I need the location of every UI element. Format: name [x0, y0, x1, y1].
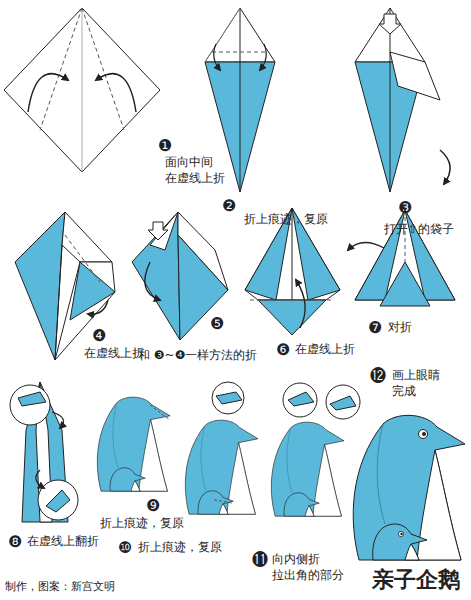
step-instruction: 和 ❸~❹一样方法的折 — [138, 348, 257, 364]
step4-figure-part — [55, 262, 115, 360]
step1-figure-part — [82, 8, 124, 130]
step1-figure-part — [40, 8, 82, 130]
step-instruction: 面向中间 在虚线上折 — [165, 155, 237, 186]
step-number: ❽ — [8, 532, 22, 553]
step12-figure — [353, 415, 465, 560]
step8-figure-part — [38, 480, 78, 520]
step4-figure-part — [15, 212, 65, 360]
step2-figure-part — [214, 44, 220, 70]
step5-figure-part — [148, 222, 168, 240]
step11-figure-part — [271, 422, 344, 516]
step8-figure-part — [46, 490, 70, 512]
diagram-title: 亲子企鹅 — [372, 566, 460, 595]
step3-figure-part — [390, 8, 391, 192]
step-instruction: 在虚线上折 — [84, 346, 144, 362]
step-number: ⓬ — [370, 366, 386, 387]
step4-figure-part — [88, 300, 108, 314]
step4-figure-part — [65, 235, 100, 282]
step3-figure-part — [390, 52, 440, 100]
step-instruction: 折上痕迹，复原 — [138, 540, 222, 556]
step9-figure-part — [150, 405, 170, 420]
step1-figure-part — [82, 8, 83, 172]
step7-figure — [348, 210, 455, 306]
step11-figure — [271, 383, 360, 516]
step12-figure-part — [353, 415, 465, 560]
step3-figure — [355, 8, 450, 192]
step5-figure-part — [145, 262, 160, 300]
step5-figure-part — [132, 212, 180, 340]
step2-figure-part — [260, 44, 266, 70]
step-number: ❺ — [210, 314, 224, 335]
step-instruction: 打开⇧的袋子 — [384, 222, 454, 238]
step-instruction: 对折 — [388, 320, 412, 336]
step-number: ❶ — [158, 136, 172, 157]
step8-figure-part — [18, 392, 46, 406]
step3-figure-part — [440, 150, 450, 184]
step-number: ❷ — [222, 196, 236, 217]
step6-figure-part — [296, 280, 305, 328]
step-number: ❹ — [92, 326, 106, 347]
step10-figure-part — [212, 382, 244, 414]
step10-figure — [185, 382, 258, 514]
step-number: ❻ — [276, 340, 290, 361]
step2-figure-part — [212, 52, 268, 53]
step10-figure-part — [216, 392, 242, 404]
step8-figure-part — [36, 470, 44, 488]
step8-figure-part — [52, 412, 64, 428]
step-number: ❿ — [118, 538, 132, 559]
step9-figure-part — [97, 397, 170, 491]
step1-figure — [4, 8, 160, 172]
credit-caption: 制作，图案：新宫文明 — [5, 580, 115, 594]
step6-figure-part — [250, 300, 334, 301]
step6-figure — [245, 208, 340, 335]
step4-figure-part — [55, 245, 62, 360]
step-instruction: 向内侧折 拉出角的部分 — [272, 552, 356, 583]
step2-figure-part — [240, 8, 241, 192]
step7-figure-part — [380, 262, 430, 306]
step-number: ⓫ — [252, 550, 268, 571]
step-instruction: 画上眼睛 完成 — [392, 368, 452, 399]
step2-figure-part — [205, 8, 240, 62]
step4-figure-part — [62, 212, 112, 262]
step-instruction: 折上痕迹，复原 — [100, 516, 184, 532]
step4-figure — [15, 212, 115, 360]
step-number: ❼ — [368, 318, 382, 339]
step-instruction: 在虚线上折 — [295, 342, 355, 358]
step9-figure — [97, 397, 170, 491]
step1-figure-part — [4, 8, 160, 172]
step1-figure-part — [28, 74, 68, 112]
step7-figure-part — [348, 242, 384, 250]
step12-figure-part — [398, 430, 427, 537]
step11-figure-part — [326, 385, 360, 419]
step1-figure-part — [96, 74, 136, 112]
step5-figure — [132, 212, 228, 340]
step2-figure — [205, 8, 275, 192]
step-number: ❸ — [398, 198, 412, 219]
step5-figure-part — [178, 235, 228, 340]
step-instruction: 在虚线上翻折 — [27, 534, 99, 550]
step10-figure-part — [214, 500, 232, 503]
step11-figure-part — [330, 396, 356, 410]
step-number: ❾ — [146, 496, 160, 517]
step11-figure-part — [288, 392, 314, 406]
step4-figure-part — [70, 262, 115, 320]
step6-figure-part — [258, 300, 326, 335]
step6-figure-part — [245, 208, 340, 300]
step-instruction: 折上痕迹，复原 — [244, 212, 328, 228]
step11-figure-part — [283, 383, 317, 417]
step8-figure — [10, 382, 78, 522]
step10-figure-part — [185, 420, 258, 514]
step3-figure-part — [379, 14, 401, 34]
step8-figure-part — [10, 385, 50, 425]
